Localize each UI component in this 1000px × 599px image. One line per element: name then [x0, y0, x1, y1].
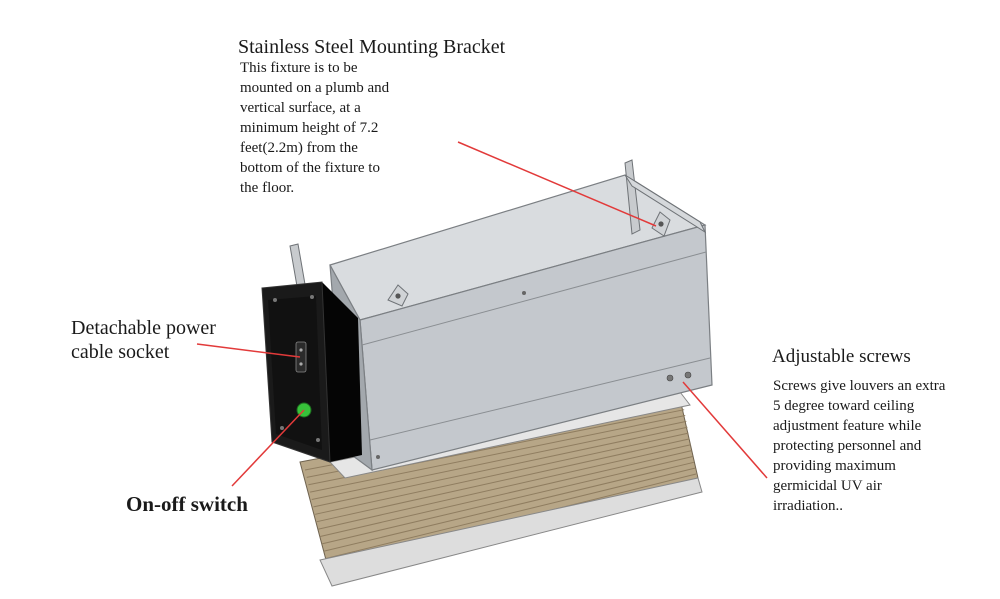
- louver-slat: [316, 438, 690, 523]
- louver-slat: [313, 426, 688, 508]
- housing-screw: [376, 455, 380, 459]
- housing-screw: [522, 291, 526, 295]
- bracket-description-line: This fixture is to be: [240, 60, 358, 76]
- socket-leader-line: [196, 343, 301, 358]
- louver-frame-bottom: [319, 477, 703, 587]
- screws-title: Adjustable screws: [772, 346, 911, 367]
- bracket-right-flange: [624, 174, 707, 234]
- louver-slat: [309, 415, 686, 493]
- bracket-description: This fixture is to be mounted on a plumb…: [240, 58, 440, 198]
- adjustable-screw: [684, 371, 692, 379]
- socket-pin: [299, 362, 303, 366]
- bracket-title: Stainless Steel Mounting Bracket: [238, 36, 506, 58]
- screws-description-line: adjustment feature while: [773, 418, 922, 434]
- end-cap-screw: [316, 438, 320, 442]
- switch-label: On-off switch: [126, 492, 248, 516]
- screws-description: Screws give louvers an extra 5 degree to…: [773, 376, 995, 516]
- socket-pin: [299, 348, 303, 352]
- bracket-description-line: minimum height of 7.2: [240, 120, 379, 136]
- bracket-description-line: bottom of the fixture to: [240, 160, 380, 176]
- bracket-description-line: vertical surface, at a: [240, 100, 361, 116]
- socket-label-line: Detachable power: [71, 317, 216, 339]
- screws-description-line: 5 degree toward ceiling: [773, 398, 915, 414]
- bracket-hole: [395, 293, 401, 299]
- bracket-description-line: mounted on a plumb and: [240, 80, 390, 96]
- screws-description-line: protecting personnel and: [773, 438, 922, 454]
- front-lower-seam: [369, 357, 711, 441]
- socket-label-line: cable socket: [71, 341, 170, 363]
- mounting-bracket: [289, 159, 707, 307]
- louver-slat: [318, 444, 691, 530]
- bracket-leader-line: [457, 141, 657, 227]
- end-cap-screw: [310, 295, 314, 299]
- bracket-description-line: feet(2.2m) from the: [240, 140, 358, 156]
- louver-slat: [315, 432, 689, 515]
- louver-slat: [311, 420, 687, 501]
- end-cap-screw: [273, 298, 277, 302]
- bracket-description-line: the floor.: [240, 180, 295, 196]
- screws-description-line: irradiation..: [773, 498, 843, 514]
- end-cap-screw: [280, 426, 284, 430]
- screws-leader-line: [682, 381, 768, 479]
- louver-slat: [321, 455, 693, 545]
- screws-description-line: Screws give louvers an extra: [773, 378, 946, 394]
- end-cap-panel: [268, 296, 322, 450]
- end-cap-side: [322, 282, 362, 462]
- screws-description-line: germicidal UV air: [773, 478, 882, 494]
- louver-slat: [323, 461, 694, 552]
- front-seam: [361, 251, 707, 346]
- louver-slat: [325, 467, 696, 560]
- louver-stripes: [304, 397, 697, 567]
- screws-description-line: providing maximum: [773, 458, 896, 474]
- switch-leader-line: [231, 409, 305, 487]
- bracket-hole: [658, 221, 664, 227]
- socket-label: Detachable power cable socket: [71, 316, 261, 364]
- louver-slat: [320, 450, 692, 537]
- end-cap: [261, 281, 362, 463]
- leader-lines: [196, 141, 768, 487]
- adjustable-screw: [666, 374, 674, 382]
